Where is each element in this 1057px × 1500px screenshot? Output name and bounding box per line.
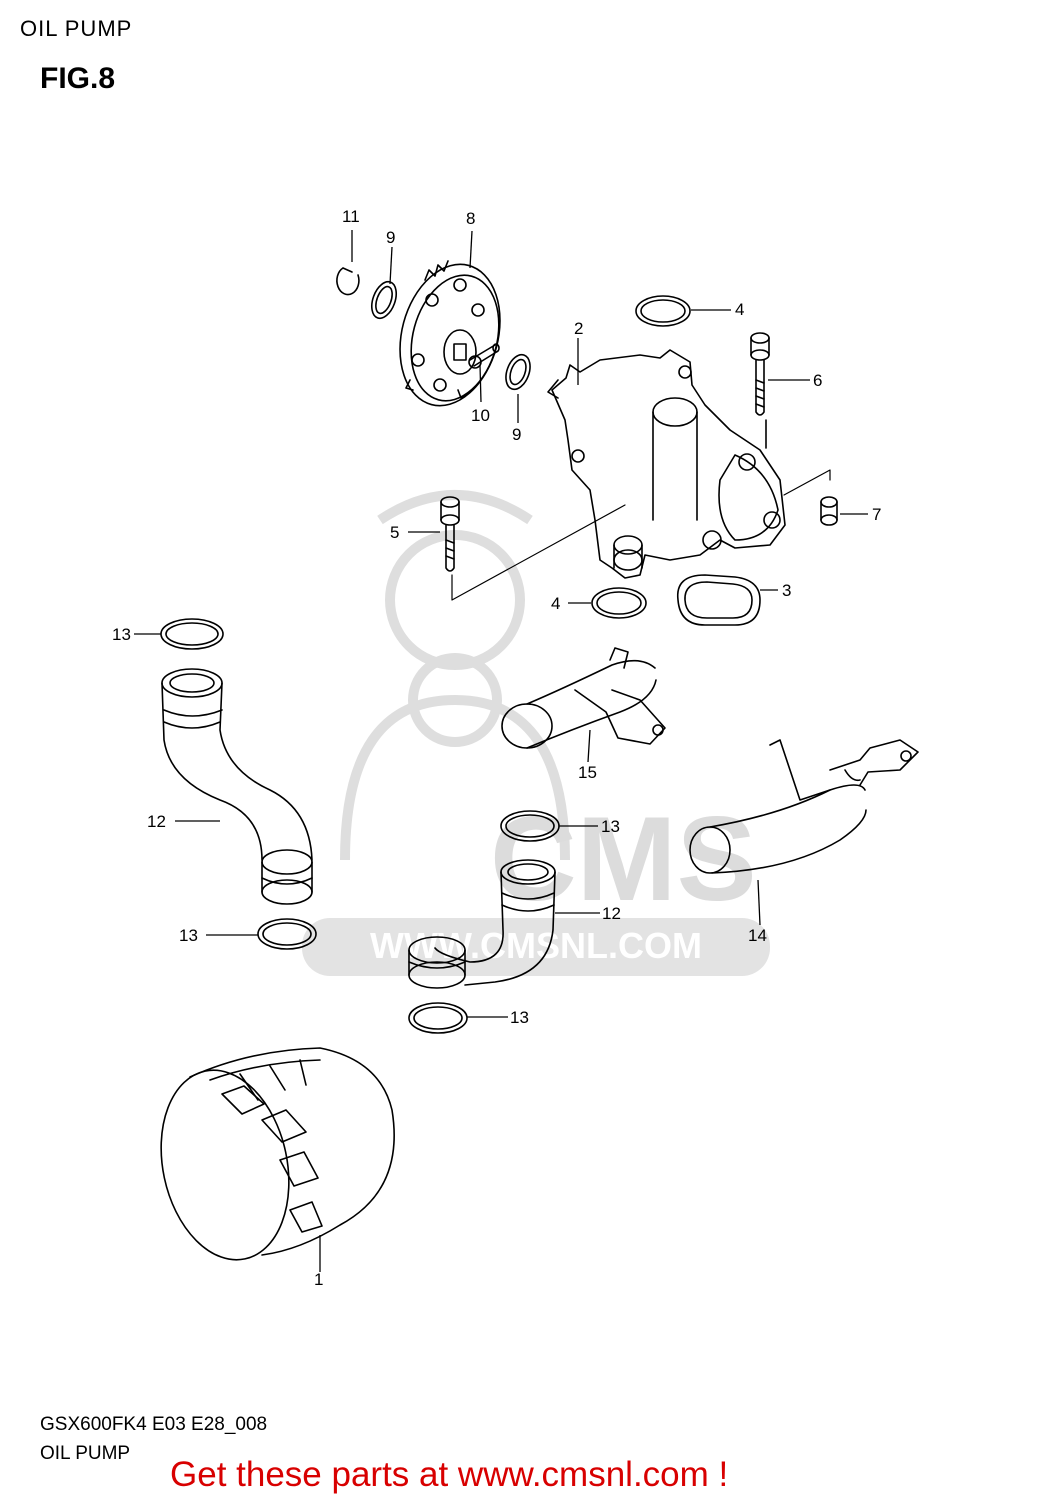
- callout-label: 5: [390, 523, 399, 542]
- part-4-o-ring-lower: [591, 587, 647, 619]
- part-12-pipe-left: [161, 668, 313, 905]
- callout-label: 12: [602, 904, 621, 923]
- callout-label: 12: [147, 812, 166, 831]
- watermark-url: WWW.CMSNL.COM: [370, 925, 702, 966]
- section-name: OIL PUMP: [40, 1443, 131, 1464]
- part-9-washer-lower: [505, 353, 531, 391]
- callout-label: 15: [578, 763, 597, 782]
- part-11-circlip: [336, 267, 360, 296]
- part-15-strainer-pipe: [501, 647, 666, 749]
- assembly-guide-line: [451, 469, 831, 601]
- page-title: OIL PUMP: [20, 16, 133, 41]
- callout-label: 1: [314, 1270, 323, 1289]
- part-13-o-ring-1: [160, 618, 224, 650]
- callout-label: 4: [551, 594, 560, 613]
- figure-number: FIG.8: [40, 62, 116, 95]
- part-6-bolt: [750, 332, 770, 449]
- part-14-pipe-right: [689, 739, 919, 874]
- callout-label: 3: [782, 581, 791, 600]
- part-1-oil-filter: [160, 1047, 395, 1261]
- part-9-washer-top: [370, 280, 398, 320]
- leader-lines: [134, 230, 868, 1272]
- part-5-bolt: [440, 496, 460, 572]
- part-12-pipe-center: [408, 859, 556, 989]
- part-13-o-ring-4: [408, 1002, 468, 1034]
- watermark-url-bar: [302, 918, 770, 976]
- part-4-o-ring-top: [635, 295, 691, 327]
- model-code: GSX600FK4 E03 E28_008: [40, 1414, 268, 1435]
- callout-labels: 1 2 3 4 4 5 6 7 8 9 9 10 11 12 12 13 13 …: [112, 207, 881, 1289]
- part-3-gasket: [676, 574, 761, 626]
- part-2-pump-body: [547, 349, 786, 579]
- callout-label: 13: [510, 1008, 529, 1027]
- callout-label: 6: [813, 371, 822, 390]
- callout-label: 13: [179, 926, 198, 945]
- callout-label: 2: [574, 319, 583, 338]
- callout-label: 11: [342, 207, 360, 226]
- callout-label: 9: [386, 228, 395, 247]
- callout-label: 8: [466, 209, 475, 228]
- promo-link[interactable]: Get these parts at www.cmsnl.com !: [170, 1455, 729, 1494]
- callout-label: 4: [735, 300, 744, 319]
- callout-label: 7: [872, 505, 881, 524]
- callout-label: 14: [748, 926, 767, 945]
- watermark: CMS WWW.CMSNL.COM: [302, 490, 770, 976]
- part-13-o-ring-2: [257, 918, 317, 950]
- watermark-logo: CMS: [490, 792, 757, 926]
- callout-label: 10: [471, 406, 490, 425]
- callout-label: 13: [112, 625, 131, 644]
- part-8-pump-gear: [399, 260, 501, 407]
- callout-label: 13: [601, 817, 620, 836]
- part-7-dowel: [820, 496, 838, 526]
- part-10-pin: [469, 343, 500, 367]
- callout-label: 9: [512, 425, 521, 444]
- watermark-mascot-icon: [340, 490, 570, 861]
